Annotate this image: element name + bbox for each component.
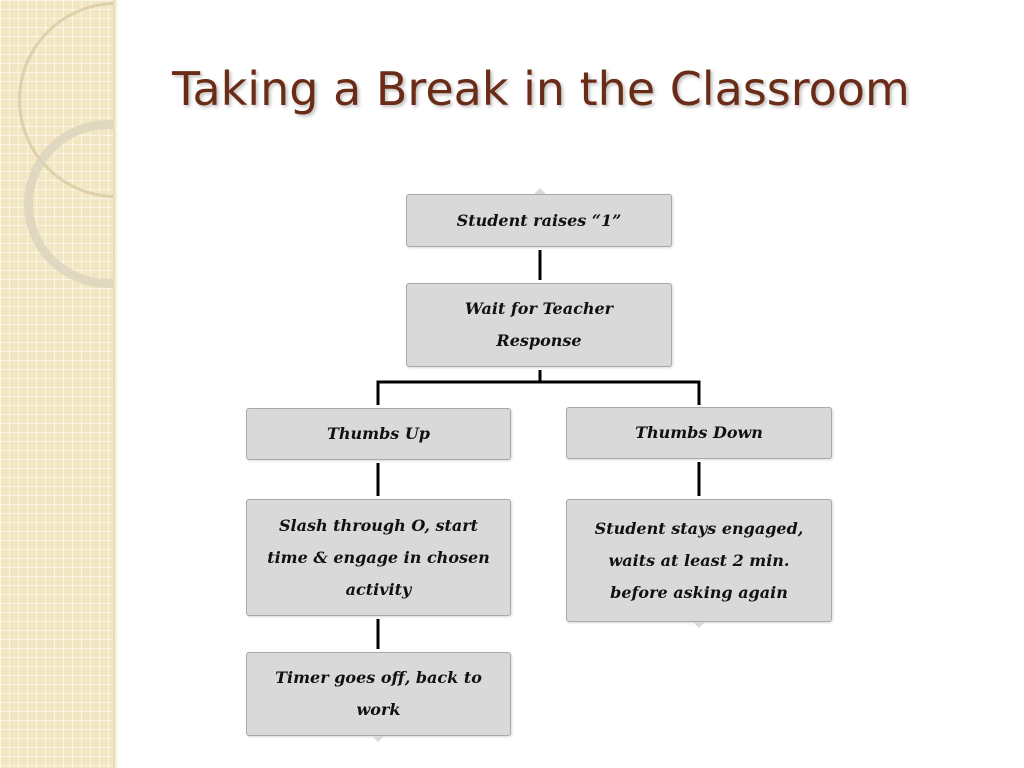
node-label-line: activity: [345, 579, 412, 599]
node-label-line: Wait for Teacher: [464, 299, 614, 318]
node-student-raises: Student raises “1”: [406, 194, 672, 247]
node-stays-engaged: Student stays engaged, waits at least 2 …: [566, 499, 832, 622]
node-thumbs-down: Thumbs Down: [566, 407, 832, 459]
node-tab: [693, 622, 705, 628]
node-label-line: waits at least 2 min.: [608, 550, 790, 570]
node-label: Student raises “1”: [456, 210, 622, 230]
sidebar-edge: [113, 0, 118, 768]
node-tab: [372, 736, 384, 742]
node-label-line: Response: [496, 331, 582, 350]
decorative-sidebar: [0, 0, 113, 768]
node-label-line: Student stays engaged,: [594, 518, 804, 538]
connector-wait-branch: [376, 380, 701, 405]
node-wait-response: Wait for Teacher Response: [406, 283, 672, 367]
node-slash-through: Slash through O, start time & engage in …: [246, 499, 511, 616]
node-label-line: Timer goes off, back to: [275, 668, 482, 687]
node-label-line: time & engage in chosen: [267, 547, 490, 567]
node-timer-off: Timer goes off, back to work: [246, 652, 511, 736]
node-label: Thumbs Up: [326, 424, 430, 443]
node-label-line: Slash through O, start: [278, 515, 479, 535]
slide-title: Taking a Break in the Classroom: [172, 62, 910, 116]
node-label-line: before asking again: [610, 582, 788, 602]
node-label: Thumbs Down: [635, 423, 763, 442]
node-thumbs-up: Thumbs Up: [246, 408, 511, 460]
node-tab: [534, 188, 546, 194]
node-label-line: work: [356, 700, 401, 719]
